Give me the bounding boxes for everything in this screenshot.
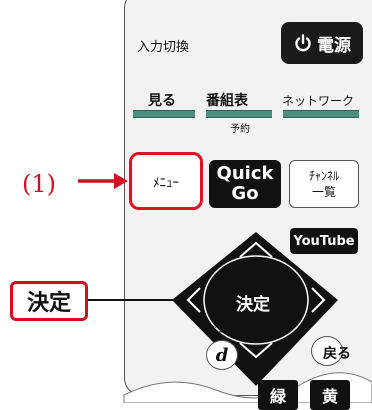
power-label: 電源 [317, 35, 351, 56]
back-label: 戻る [323, 346, 351, 362]
menu-button[interactable]: ﾒﾆｭｰ [129, 152, 203, 210]
network-button-bar [283, 110, 359, 118]
quick-go-button[interactable]: Quick Go [209, 160, 281, 208]
d-label: d [215, 344, 229, 366]
up-arrow-icon[interactable] [239, 241, 273, 258]
yellow-label: 黄 [321, 387, 338, 406]
yellow-button[interactable]: 黄 [310, 380, 350, 410]
data-label: デ−タ [206, 327, 235, 338]
power-icon [295, 34, 311, 52]
channel-line1: ﾁｬﾝﾈﾙ [308, 169, 339, 183]
enter-callout: 決定 [10, 281, 88, 321]
watch-button[interactable]: 見る [148, 93, 176, 109]
menu-label: ﾒﾆｭｰ [153, 175, 179, 191]
step-arrow-head-icon [114, 173, 128, 189]
watch-button-bar [133, 110, 195, 118]
channel-list-button[interactable]: ﾁｬﾝﾈﾙ 一覧 [289, 160, 359, 208]
reserve-label: 予約 [230, 124, 250, 135]
step-number-label: (1) [22, 170, 56, 198]
input-switch-label[interactable]: 入力切換 [137, 40, 190, 55]
youtube-button[interactable]: YouTube [290, 228, 358, 254]
channel-line2: 一覧 [311, 185, 336, 199]
enter-button[interactable] [203, 255, 309, 345]
right-arrow-icon[interactable] [311, 287, 326, 313]
program-guide-button[interactable]: 番組表 [206, 93, 248, 109]
green-button[interactable]: 緑 [258, 380, 298, 410]
power-button[interactable]: 電源 [281, 22, 363, 64]
left-arrow-icon[interactable] [186, 287, 201, 313]
quick-go-line2: Go [231, 183, 259, 204]
enter-callout-text: 決定 [26, 291, 71, 316]
network-button[interactable]: ネットワーク [282, 94, 355, 108]
down-arrow-icon[interactable] [239, 342, 273, 359]
program-guide-button-bar [206, 110, 272, 118]
data-button[interactable]: d [206, 340, 238, 370]
back-button[interactable] [311, 336, 343, 366]
enter-label: 決定 [236, 295, 270, 315]
youtube-label: YouTube [293, 233, 355, 249]
quick-go-line1: Quick [216, 163, 274, 184]
green-label: 緑 [269, 387, 286, 406]
